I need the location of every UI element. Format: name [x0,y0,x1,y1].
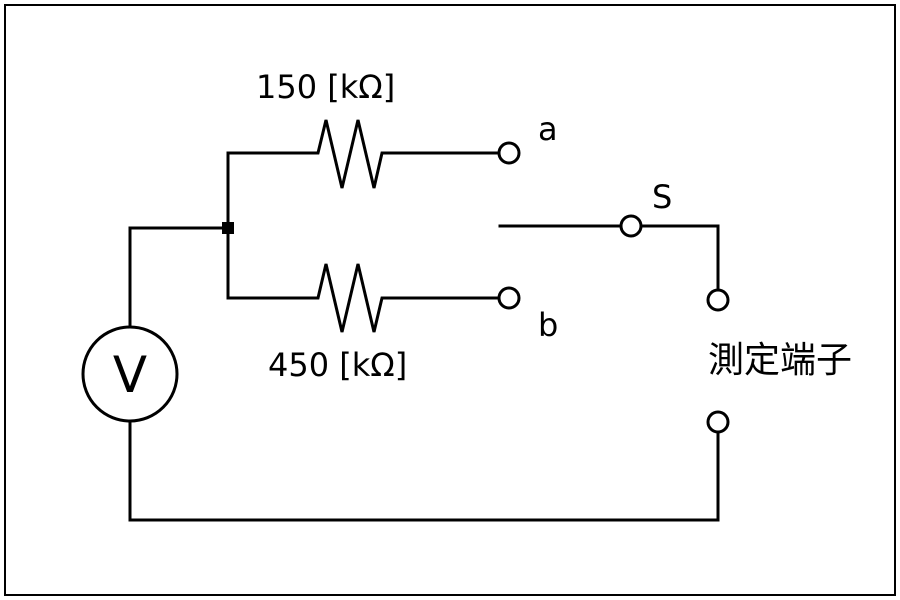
terminal-b [497,286,521,310]
wire-bottom-return [128,419,720,522]
terminal-a-label: a [538,110,558,148]
switch-pivot [619,214,643,238]
measurement-terminal-bottom [706,410,730,434]
terminal-a [497,141,521,165]
junction-dot [222,222,234,234]
measurement-terminals-label: 測定端子 [708,340,852,381]
voltmeter-label: V [113,346,147,404]
wire-switch-to-terminal [639,224,720,292]
resistor-top-label: 150 [kΩ] [256,68,395,106]
diagram-frame [4,4,896,596]
measurement-terminal-top [706,288,730,312]
switch-label: S [652,178,672,216]
wire-top-branch [226,119,500,189]
wire-bottom-branch [226,263,500,333]
terminal-b-label: b [538,306,558,344]
resistor-bottom-label: 450 [kΩ] [268,346,407,384]
wire-junction-to-voltmeter [128,226,230,330]
